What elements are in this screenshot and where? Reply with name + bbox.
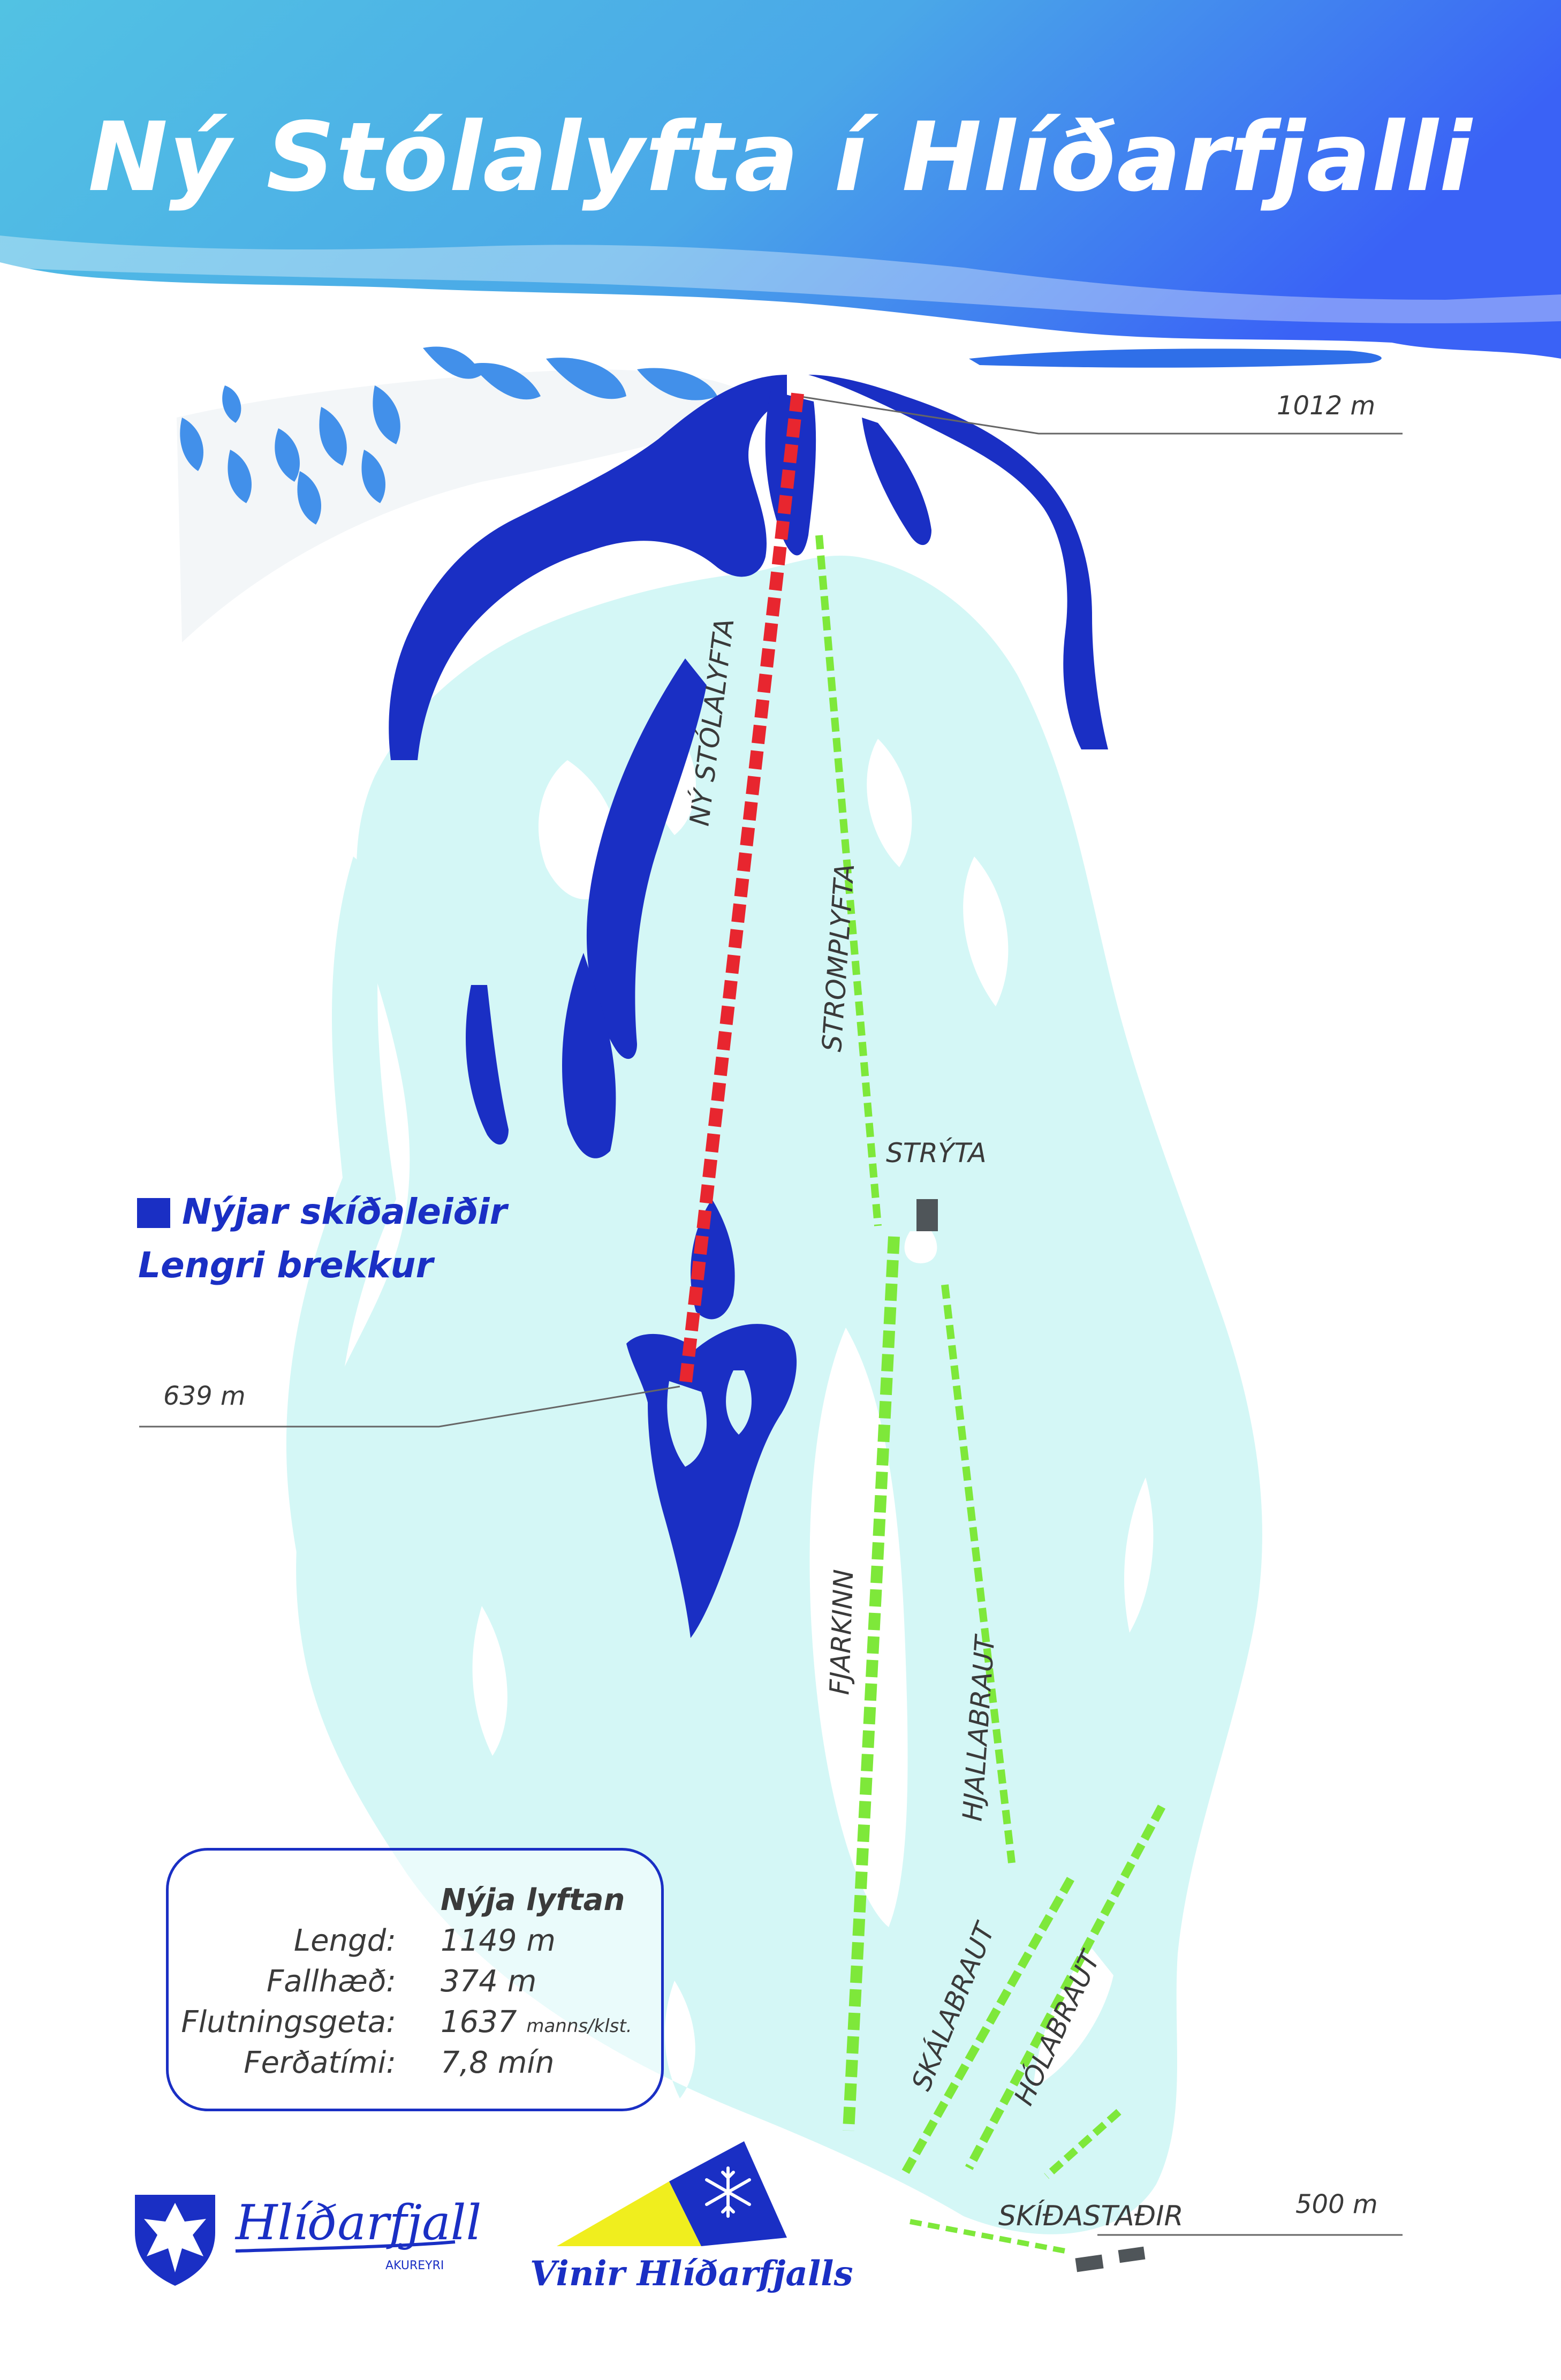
info-value: 374 m [441, 1964, 537, 1999]
akureyri-label: AKUREYRI [385, 2259, 444, 2272]
fjarkinn-line [843, 1236, 900, 2131]
crest-icon [135, 2195, 215, 2286]
skidastadir-label: SKÍÐASTAÐIR [998, 2200, 1184, 2232]
info-value-number: 1637 [441, 2005, 517, 2040]
stromplyfta-line [815, 535, 882, 1226]
building-icon [1075, 2254, 1104, 2272]
legend-longer-slopes: Lengri brekkur [138, 1245, 434, 1286]
info-value: 7,8 mín [441, 2045, 555, 2080]
vinir-emblem [557, 2141, 787, 2246]
skalabraut-line [901, 1877, 1074, 2176]
info-row: Lengd: 1149 m [169, 1923, 666, 1964]
sky-band [0, 0, 1561, 359]
skidastadir-lift-line [910, 2219, 1066, 2254]
elevation-top-label: 1012 m [1277, 391, 1376, 421]
new-slopes [389, 375, 1108, 1638]
info-heading: Nýja lyftan [441, 1883, 625, 1917]
lift-info-box: Nýja lyftan Lengd: 1149 m Fallhæð: 374 m… [166, 1848, 664, 2111]
info-value: 1149 m [441, 1923, 556, 1958]
rock-outcrops [180, 346, 717, 525]
info-row: Flutningsgeta: 1637 manns/klst. [169, 2005, 666, 2045]
elevation-base-label: 500 m [1295, 2189, 1378, 2219]
info-value: 1637 manns/klst. [441, 2005, 632, 2040]
fjarkinn-label: FJARKINN [824, 1568, 860, 1696]
vinir-logo: Vinir Hlíðarfjalls [530, 2254, 853, 2294]
info-row: Ferðatími: 7,8 mín [169, 2045, 666, 2086]
page-title: Ný Stólalyfta í Hlíðarfjalli [88, 102, 1473, 213]
info-key: Ferðatími: [244, 2045, 396, 2080]
info-key: Flutningsgeta: [181, 2005, 396, 2040]
holabraut-line [965, 1805, 1166, 2170]
piste-hole [667, 1381, 707, 1467]
stryta-label: STRÝTA [886, 1138, 987, 1169]
leader-line-mid [139, 1385, 680, 1428]
hjallabraut-line [941, 1284, 1016, 1863]
new-chairlift-line [679, 392, 804, 1388]
piste-hole [726, 1370, 752, 1435]
short-lift-line [1044, 2109, 1122, 2179]
info-key: Lengd: [293, 1923, 396, 1958]
elevation-mid-label: 639 m [163, 1381, 246, 1411]
hlidarfjall-logo: Hlíðarfjall [236, 2195, 482, 2251]
legend-swatch [137, 1198, 170, 1228]
sky-mist [0, 236, 1561, 323]
info-unit: manns/klst. [526, 2015, 632, 2037]
snowflake-icon [705, 2166, 751, 2218]
piste-left-arm [286, 857, 396, 1740]
building-icon [916, 1199, 938, 1231]
logo-swoosh [235, 2240, 456, 2253]
building-icon [1118, 2246, 1146, 2263]
lift-lines [815, 535, 1166, 2254]
leader-line-top [797, 395, 1403, 435]
distant-lake [969, 348, 1382, 368]
info-key: Fallhæð: [267, 1964, 396, 1999]
legend-new-slopes: Nýjar skíðaleiðir [182, 1191, 507, 1232]
info-row: Fallhæð: 374 m [169, 1964, 666, 2005]
